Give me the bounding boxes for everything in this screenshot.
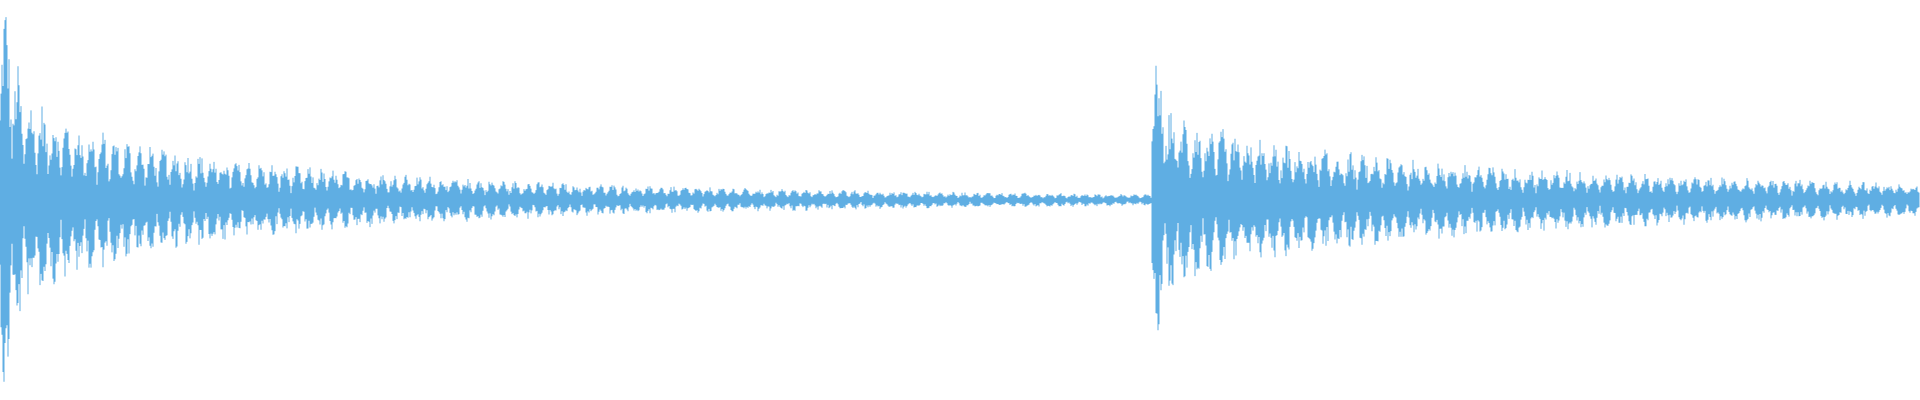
waveform-path — [0, 17, 1920, 382]
